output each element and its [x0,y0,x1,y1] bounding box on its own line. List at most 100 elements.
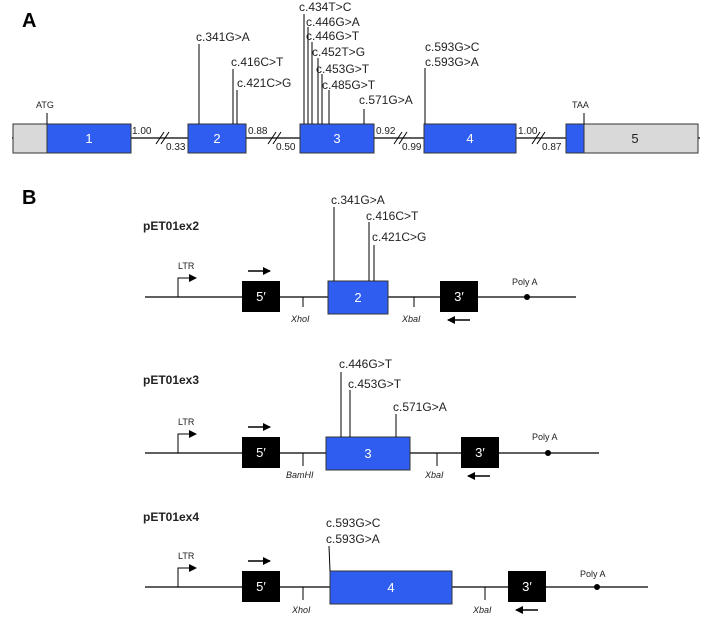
construct-pet01ex2: pET01ex2 LTR 5′ XhoI XbaI 2 c.341G>A c.4… [143,193,576,324]
splice-score-after-exon1: 1.00 [132,126,152,137]
exon-4-number: 4 [466,131,473,146]
ltr-promoter-arrow [177,430,197,453]
poly-a-label: Poly A [580,569,606,579]
exon-5prime-label: 5′ [256,445,266,460]
exon-4: 4 [423,123,517,154]
mutation-label: c.593G>A [425,55,479,69]
exon-5prime-label: 5′ [256,579,266,594]
mutation-label: c.485G>T [322,78,376,92]
mutation-label: c.571G>A [359,93,413,107]
splice-score-before-exon2: 0.33 [166,142,186,153]
insert-exon-number: 3 [364,446,371,461]
ltr-label: LTR [178,551,195,561]
mutation-label: c.341G>A [196,30,250,44]
construct-pet01ex3: pET01ex3 LTR 5′ BamHI XbaI 3 c.446G>T c.… [143,357,599,480]
restriction-site-right: XbaI [424,470,444,480]
exon-1: 1 [12,123,132,154]
mutation-label: c.593G>C [326,516,381,530]
insert-exon-number: 4 [387,580,394,595]
construct-pet01ex4: pET01ex4 LTR 5′ XhoI XbaI 4 c.593G>C c.5… [143,510,648,615]
insert-exon-box [327,280,389,315]
construct-name: pET01ex3 [143,373,199,387]
exon-3-box [299,123,375,154]
mutation-label: c.453G>T [316,62,370,76]
mutation-label: c.421C>G [237,76,291,90]
mutation-label: c.434T>C [299,0,352,14]
mutation-label: c.593G>A [326,532,380,546]
poly-a-site [524,294,530,300]
exon-5-utr [583,123,699,154]
exon-1-utr [12,123,48,154]
exon-5: 5 [565,123,699,154]
intron-break-3a [393,131,403,145]
exon-3prime-label: 3′ [475,445,485,460]
poly-a-site [594,584,600,590]
construct-name: pET01ex4 [143,510,199,524]
exon-5prime-box [242,281,280,312]
restriction-site-left: BamHI [286,470,314,480]
exon-1-coding [46,123,132,154]
splice-score-after-exon4: 1.00 [518,126,538,137]
mutation-label: c.416C>T [366,209,419,223]
ltr-label: LTR [178,417,195,427]
mutation-label: c.341G>A [331,193,385,207]
exon-5-number: 5 [631,131,638,146]
intron-break-symbols [155,131,546,145]
splice-score-before-exon5: 0.87 [542,142,562,153]
poly-a-label: Poly A [532,432,558,442]
intron-break-2a [267,131,277,145]
exon-2-box [187,123,247,154]
mutation-label: c.446G>A [306,15,360,29]
mutation-label: c.593G>C [425,40,480,54]
insert-exon-number: 2 [354,290,361,305]
exon-4-mutations: c.593G>C c.593G>A [424,40,480,124]
exon-4-box [423,123,517,154]
construct-name: pET01ex2 [143,219,199,233]
exon-3prime-box [508,571,546,602]
exon-3prime-box [440,281,478,312]
intron-break-3b [398,131,408,145]
ltr-promoter-arrow [177,564,197,587]
ltr-promoter-arrow [177,274,197,297]
mut-line [328,545,331,572]
splice-score-before-exon3: 0.50 [276,142,296,153]
splice-score-after-exon3: 0.92 [376,126,396,137]
intron-break-1a [155,131,165,145]
splice-score-before-exon4: 0.99 [402,142,422,153]
exon-5prime-label: 5′ [256,289,266,304]
restriction-site-left: XhoI [290,314,310,324]
exon-3-mutations: c.434T>C c.446G>A c.446G>T c.452T>G c.45… [299,0,413,124]
mutation-label: c.446G>T [306,29,360,43]
poly-a-site [545,450,551,456]
insert-exon-box [329,570,453,605]
exon-5-coding [565,123,585,154]
start-codon-label: ATG [36,100,54,110]
panel-b-label: B [22,187,36,209]
intron-break-4a [531,131,541,145]
exon-1-number: 1 [85,131,92,146]
exon-2: 2 [187,123,247,154]
mutation-label: c.571G>A [393,400,447,414]
insert-exon-box [325,436,411,471]
exon-3prime-label: 3′ [454,289,464,304]
exon-2-mutations: c.341G>A c.416C>T c.421C>G [196,30,291,124]
restriction-site-left: XhoI [291,605,311,615]
intron-break-2b [272,131,282,145]
exon-2-number: 2 [213,131,220,146]
exon-3prime-box [461,437,499,468]
mutation-label: c.452T>G [312,45,365,59]
exon-3: 3 [299,123,375,154]
mutation-label: c.453G>T [348,377,402,391]
exon-5prime-box [242,571,280,602]
exon-5prime-box [242,437,280,468]
mutation-label: c.421C>G [372,230,426,244]
mutation-label: c.416C>T [231,55,284,69]
stop-codon-label: TAA [572,100,589,110]
mutation-label: c.446G>T [339,357,393,371]
restriction-site-right: XbaI [472,605,492,615]
intron-break-1b [160,131,170,145]
poly-a-label: Poly A [512,277,538,287]
exon-3prime-label: 3′ [522,579,532,594]
splice-score-after-exon2: 0.88 [248,126,268,137]
